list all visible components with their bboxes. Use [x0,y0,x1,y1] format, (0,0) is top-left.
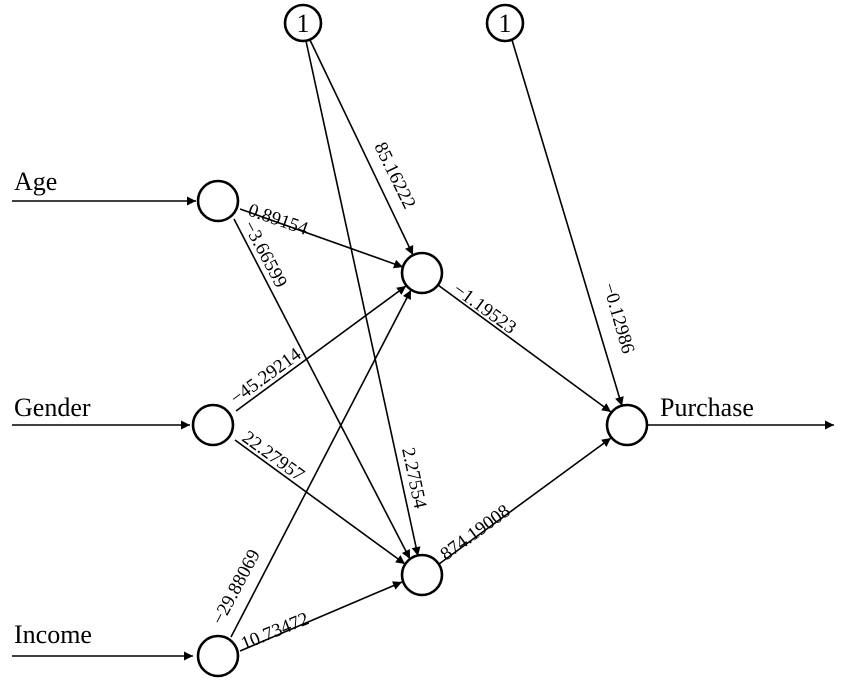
input-node-income [196,634,240,678]
output-label: Purchase [660,393,754,422]
edge-gender-h2 [234,439,406,565]
weight-gender-h2: 22.27957 [238,427,308,486]
weight-income-h2: 10.73472 [238,608,312,654]
edge-h2-out [438,437,612,565]
input-node-gender [191,403,235,447]
edge-age-h1 [239,208,404,269]
output-node [605,403,649,447]
weight-gender-h1: −45.29214 [227,344,306,409]
edge-income-h2 [239,581,403,652]
edge-h1-out [437,284,612,413]
weight-h1-out: −1.19523 [449,279,520,339]
edge-gender-h1 [235,285,407,412]
input-label-age: Age [14,167,57,196]
input-label-income: Income [14,620,92,649]
bias-node-output [485,3,525,43]
edge-income-h1 [230,289,412,638]
input-label-gender: Gender [14,393,91,422]
hidden-node-2 [400,553,444,597]
edge-bias-h2 [305,40,421,557]
edge-bias-out [511,39,624,407]
input-node-age [196,179,240,223]
weight-h2-out: 874.19008 [437,501,515,565]
edge-age-h2 [233,218,411,560]
bias-node-hidden [283,3,323,43]
hidden-node-1 [400,251,444,295]
weight-bias-h1: 85.16222 [370,139,420,212]
bias-label-output: 1 [499,9,512,38]
weight-bias-h2: 2.27554 [397,446,430,511]
bias-label-hidden: 1 [297,9,310,38]
edge-bias-h1 [309,39,414,256]
